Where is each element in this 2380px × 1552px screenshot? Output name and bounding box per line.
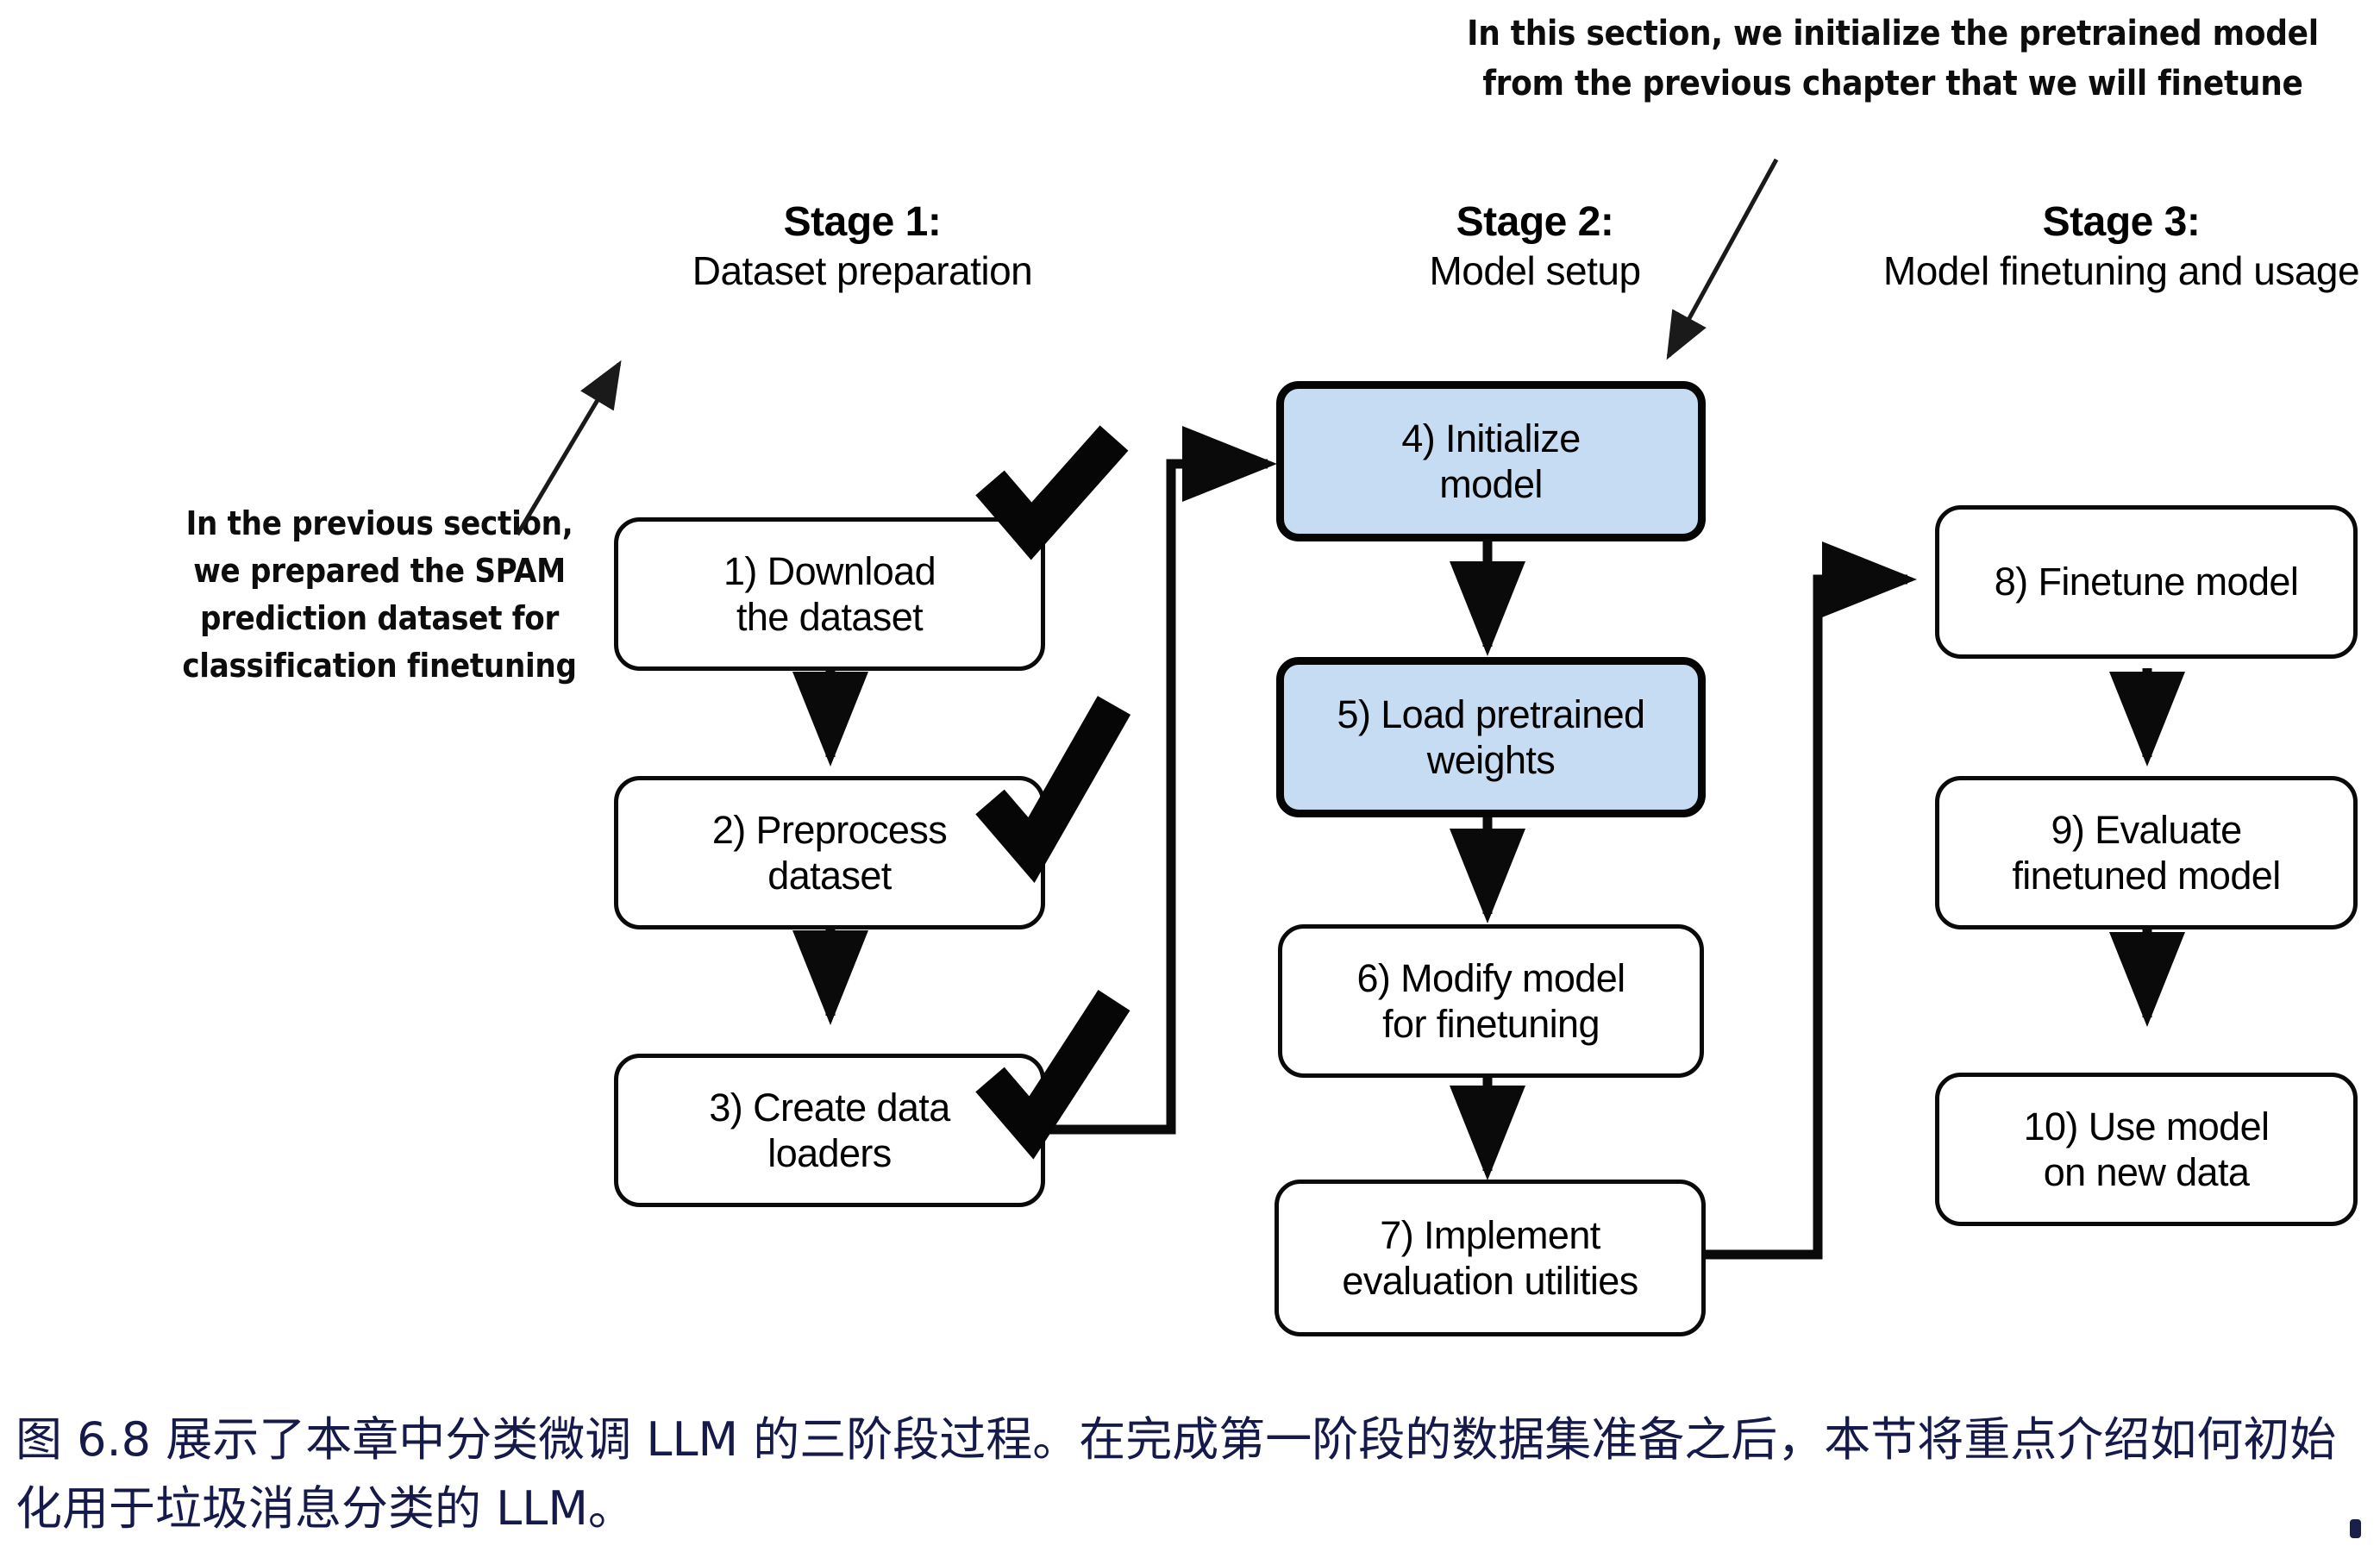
stage-1-subtitle: Dataset preparation (692, 247, 1033, 293)
connector-node7-to-node8 (1703, 541, 1917, 1260)
text-cursor (2350, 1519, 2361, 1538)
flow-node-6[interactable]: 6) Modify model for finetuning (1278, 924, 1704, 1078)
stage-3-heading: Stage 3: Model finetuning and usage (1880, 198, 2363, 294)
stage-1-title: Stage 1: (783, 199, 942, 245)
connector-node3-to-node4 (1039, 426, 1277, 1135)
flow-node-5[interactable]: 5) Load pretrained weights (1276, 657, 1706, 817)
stage-3-subtitle: Model finetuning and usage (1882, 247, 2360, 293)
figure-caption: 图 6.8 展示了本章中分类微调 LLM 的三阶段过程。在完成第一阶段的数据集准… (16, 1412, 2337, 1536)
stage-1-heading: Stage 1: Dataset preparation (604, 198, 1121, 294)
stage-2-subtitle: Model setup (1429, 247, 1641, 293)
stage-2-title: Stage 2: (1456, 199, 1614, 245)
flow-node-3[interactable]: 3) Create data loaders (614, 1054, 1045, 1207)
stage-2-heading: Stage 2: Model setup (1276, 198, 1794, 294)
flow-node-7[interactable]: 7) Implement evaluation utilities (1275, 1180, 1706, 1336)
flow-node-9[interactable]: 9) Evaluate finetuned model (1935, 776, 2358, 929)
flow-node-8[interactable]: 8) Finetune model (1935, 505, 2358, 659)
flow-node-1[interactable]: 1) Download the dataset (614, 517, 1045, 671)
annotation-left-note: In the previous section, we prepared the… (182, 504, 577, 685)
flow-node-10[interactable]: 10) Use model on new data (1935, 1073, 2358, 1226)
stage-3-title: Stage 3: (2042, 199, 2201, 245)
flow-node-4[interactable]: 4) Initialize model (1276, 381, 1706, 541)
flow-node-2[interactable]: 2) Preprocess dataset (614, 776, 1045, 929)
annotation-top-note: In this section, we initialize the pretr… (1467, 14, 2319, 103)
